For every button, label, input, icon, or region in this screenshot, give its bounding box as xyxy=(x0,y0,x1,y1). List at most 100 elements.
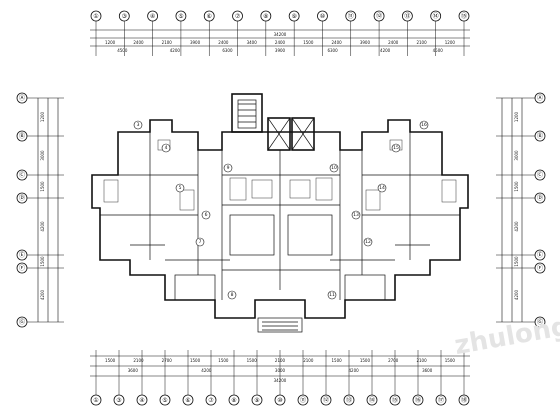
svg-text:Ⓖ: Ⓖ xyxy=(19,318,25,326)
bottom-dim-label: 2100 xyxy=(416,358,427,363)
bottom-axis-bubble: ⑩ xyxy=(274,394,286,406)
left-axis-bubble: Ⓔ xyxy=(16,249,28,261)
svg-text:⑯: ⑯ xyxy=(415,396,421,404)
room-tag: 14 xyxy=(377,183,387,193)
top-dim-label: 6300 xyxy=(327,48,338,53)
top-dim-label: 1500 xyxy=(303,40,314,45)
bottom-axis-bubble: ④ xyxy=(136,394,148,406)
top-dim-label: 6300 xyxy=(222,48,233,53)
svg-text:Ⓔ: Ⓔ xyxy=(19,251,25,259)
left-dim-label: 1500 xyxy=(40,256,45,267)
svg-text:Ⓒ: Ⓒ xyxy=(19,171,25,179)
top-axis-bubble: ③ xyxy=(118,10,130,22)
bottom-axis-bubble: ⑪ xyxy=(297,394,309,406)
svg-text:Ⓒ: Ⓒ xyxy=(537,171,543,179)
right-dim-label: 3000 xyxy=(514,150,519,161)
bottom-dim-label: 2100 xyxy=(303,358,314,363)
bottom-axis-bubble: ① xyxy=(90,394,102,406)
svg-text:⑬: ⑬ xyxy=(404,12,410,20)
right-axis-bubble: Ⓓ xyxy=(534,192,546,204)
svg-text:⑰: ⑰ xyxy=(438,396,444,404)
left-axis-bubbles: Ⓐ Ⓑ Ⓒ Ⓓ Ⓔ Ⓕ Ⓖ xyxy=(16,92,28,328)
svg-text:4: 4 xyxy=(165,145,168,151)
svg-text:⑫: ⑫ xyxy=(323,396,329,404)
bottom-dim-label: 3600 xyxy=(422,368,433,373)
right-dim-label: 4200 xyxy=(514,221,519,232)
top-axis-bubble: ⑮ xyxy=(458,10,470,22)
top-axis-bubble: ⑥ xyxy=(203,10,215,22)
bottom-dim-label: 2100 xyxy=(133,358,144,363)
top-dim-label: 3400 xyxy=(247,40,258,45)
bottom-axis-bubble: ⑨ xyxy=(251,394,263,406)
top-axis-bubble: ⑧ xyxy=(260,10,272,22)
svg-text:⑥: ⑥ xyxy=(185,397,190,404)
left-axis-bubble: Ⓑ xyxy=(16,130,28,142)
svg-text:③: ③ xyxy=(116,397,121,404)
bottom-axis-bubble: ⑰ xyxy=(435,394,447,406)
top-axis-bubble: ⑨ xyxy=(288,10,300,22)
svg-text:Ⓕ: Ⓕ xyxy=(19,264,25,272)
svg-text:Ⓓ: Ⓓ xyxy=(537,194,543,202)
top-axis-bubble: ⑪ xyxy=(345,10,357,22)
top-axis-bubble: ⑫ xyxy=(373,10,385,22)
svg-text:15: 15 xyxy=(393,145,399,151)
right-dim-label: 1500 xyxy=(514,181,519,192)
svg-text:6: 6 xyxy=(205,212,208,218)
left-axis-bubble: Ⓐ xyxy=(16,92,28,104)
bottom-axis-bubble: ⑯ xyxy=(412,394,424,406)
top-axis-bubble: ④ xyxy=(147,10,159,22)
bottom-dim-label: 2100 xyxy=(275,358,286,363)
building-walls xyxy=(91,93,469,333)
svg-text:7: 7 xyxy=(199,239,202,245)
svg-text:⑱: ⑱ xyxy=(461,396,467,404)
top-axis-bubble: ⑩ xyxy=(317,10,328,22)
room-tag: 16 xyxy=(419,120,429,130)
svg-text:⑮: ⑮ xyxy=(392,396,398,404)
left-dim-label: 4200 xyxy=(40,289,45,300)
svg-text:16: 16 xyxy=(421,122,427,128)
bottom-dim-label: 1500 xyxy=(190,358,201,363)
svg-text:④: ④ xyxy=(139,397,144,404)
room-tag: 5 xyxy=(175,183,185,193)
right-dim-label: 1500 xyxy=(514,256,519,267)
svg-text:⑤: ⑤ xyxy=(162,397,167,404)
top-dim-label: 3900 xyxy=(190,40,201,45)
left-dim-label: 3000 xyxy=(40,150,45,161)
left-axis-bubble: Ⓓ xyxy=(16,192,28,204)
top-axis-bubble: ⑤ xyxy=(175,10,187,22)
room-tag: 15 xyxy=(391,143,401,153)
right-axis-bubble: Ⓖ xyxy=(534,316,546,328)
top-dim-label: 1200 xyxy=(445,40,456,45)
bottom-axis-bubble: ⑮ xyxy=(389,394,401,406)
svg-text:Ⓔ: Ⓔ xyxy=(537,251,543,259)
top-total-dim: 34200 xyxy=(274,32,287,37)
top-dim-label: 2400 xyxy=(275,40,286,45)
bottom-dim-label: 1500 xyxy=(105,358,116,363)
svg-text:⑤: ⑤ xyxy=(178,13,183,20)
left-dim-label: 1200 xyxy=(40,111,45,122)
top-dim-label: 3900 xyxy=(275,48,286,53)
svg-text:①: ① xyxy=(93,397,98,404)
bottom-axis-bubble: ⑤ xyxy=(159,394,171,406)
svg-text:⑩: ⑩ xyxy=(320,13,325,20)
svg-text:Ⓖ: Ⓖ xyxy=(537,318,543,326)
svg-text:⑧: ⑧ xyxy=(231,397,236,404)
svg-text:Ⓐ: Ⓐ xyxy=(19,94,25,102)
svg-text:11: 11 xyxy=(329,292,335,298)
svg-text:Ⓑ: Ⓑ xyxy=(19,132,25,140)
svg-text:⑥: ⑥ xyxy=(207,13,212,20)
bottom-axis-bubble: ⑱ xyxy=(458,394,470,406)
bottom-dim-label: 2700 xyxy=(162,358,173,363)
top-dim-label: 2400 xyxy=(332,40,343,45)
room-tag: 8 xyxy=(227,290,237,300)
svg-text:12: 12 xyxy=(365,239,371,245)
bottom-axis-bubble: ③ xyxy=(113,394,125,406)
